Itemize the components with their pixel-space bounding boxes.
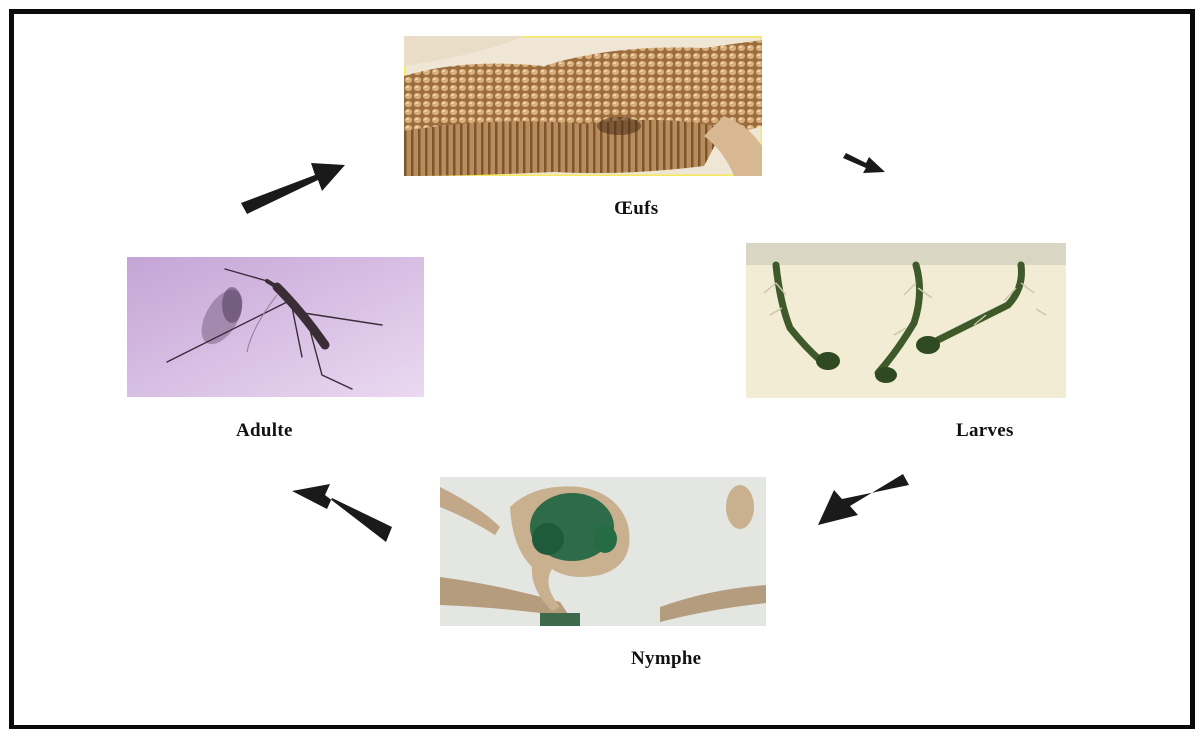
larvae-photo xyxy=(746,243,1066,398)
pupa-label: Nymphe xyxy=(631,648,701,670)
adult-photo xyxy=(127,257,424,397)
adult-label: Adulte xyxy=(236,420,293,442)
pupa-photo xyxy=(440,477,766,626)
larvae-label: Larves xyxy=(956,420,1014,442)
eggs-photo xyxy=(404,36,762,176)
eggs-label: Œufs xyxy=(614,198,659,220)
